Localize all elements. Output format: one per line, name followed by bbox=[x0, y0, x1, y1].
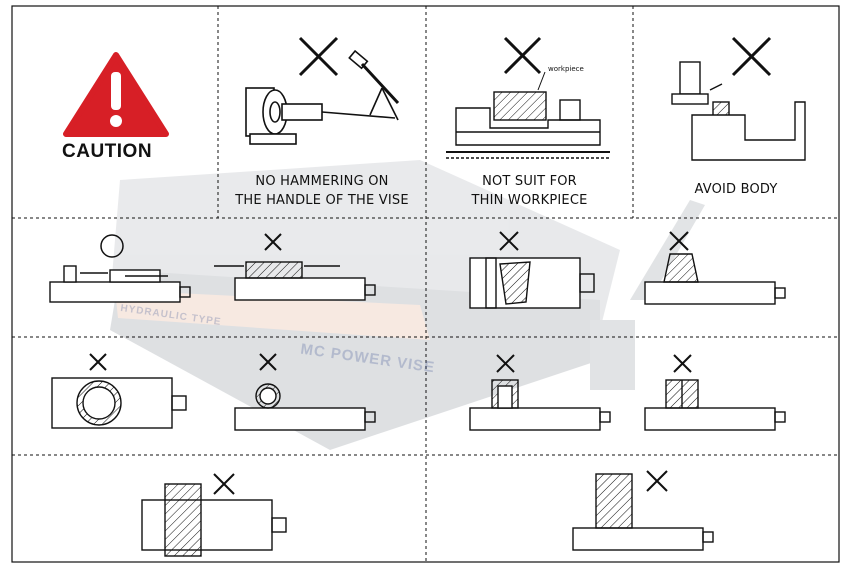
no-hammering-illustration bbox=[245, 36, 400, 145]
panel-caption-avoid-body: AVOID BODY bbox=[633, 180, 839, 199]
direction-illustration-ok bbox=[49, 234, 191, 303]
caption-line: THIN WORKPIECE bbox=[471, 193, 588, 208]
cross-mark-icon bbox=[669, 231, 689, 251]
cross-mark-icon bbox=[673, 354, 692, 373]
cross-mark-icon bbox=[646, 470, 668, 492]
circle-mark-icon bbox=[100, 234, 124, 258]
hollow-workpiece-side-view bbox=[469, 354, 611, 431]
tapered-workpiece-side-view bbox=[644, 231, 786, 305]
caution-label: CAUTION bbox=[62, 141, 153, 162]
avoid-body-illustration bbox=[671, 36, 806, 161]
panel-caption-hammering: NO HAMMERING ON THE HANDLE OF THE VISE bbox=[218, 172, 426, 210]
cross-mark-icon bbox=[213, 473, 235, 495]
cross-mark-icon bbox=[259, 353, 277, 371]
cross-mark-icon bbox=[503, 36, 542, 75]
cross-mark-icon bbox=[496, 354, 515, 373]
oversize-workpiece-side-view bbox=[572, 470, 714, 551]
cross-mark-icon bbox=[499, 231, 519, 251]
thin-workpiece-illustration bbox=[446, 36, 610, 159]
cross-mark-icon bbox=[731, 36, 772, 77]
cross-mark-icon bbox=[89, 353, 107, 371]
caption-line: NOT SUIT FOR bbox=[482, 174, 577, 189]
cross-mark-icon bbox=[264, 233, 282, 251]
tapered-workpiece-top-view bbox=[469, 231, 595, 309]
caption-line: AVOID BODY bbox=[694, 182, 778, 197]
workpiece-callout: workpiece bbox=[548, 65, 584, 73]
round-workpiece-side-view bbox=[234, 353, 376, 431]
panel-caption-thin-workpiece: NOT SUIT FOR THIN WORKPIECE bbox=[426, 172, 633, 210]
split-workpiece-side-view bbox=[644, 354, 786, 431]
direction-illustration-wrong bbox=[214, 233, 376, 301]
round-workpiece-top-view bbox=[51, 353, 187, 429]
grid-lines bbox=[11, 5, 840, 563]
cross-mark-icon bbox=[298, 36, 339, 77]
warning-triangle-icon bbox=[63, 52, 169, 137]
caption-line: NO HAMMERING ON bbox=[255, 174, 389, 189]
caption-line: THE HANDLE OF THE VISE bbox=[235, 193, 409, 208]
oversize-workpiece-top-view bbox=[141, 473, 287, 557]
